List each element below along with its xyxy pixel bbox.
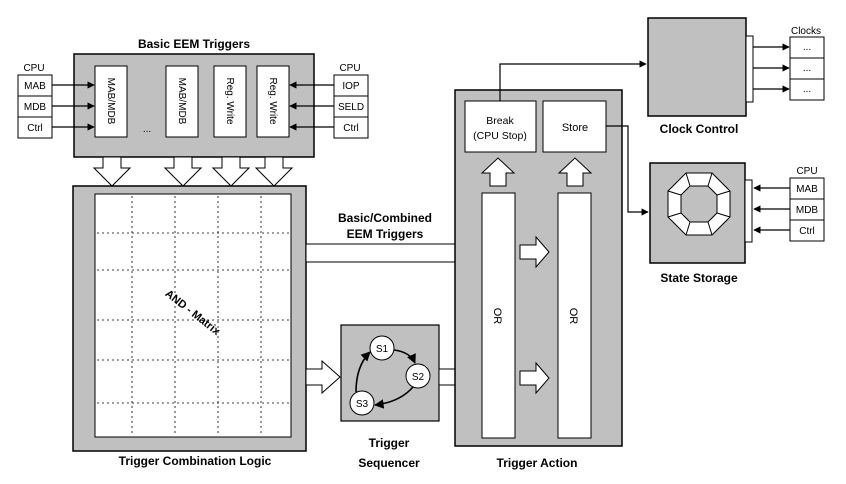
combined-arrow-line1: Basic/Combined bbox=[338, 211, 432, 225]
combination-logic-title: Trigger Combination Logic bbox=[119, 454, 272, 468]
combined-arrow-line2: EEM Triggers bbox=[347, 227, 424, 241]
trigger-column-2: MAB/MDB bbox=[165, 65, 199, 138]
trigger-column-label: Reg. Write bbox=[224, 77, 235, 124]
trigger-ellipsis: ... bbox=[143, 124, 151, 135]
break-sublabel: (CPU Stop) bbox=[473, 130, 527, 142]
store-label: Store bbox=[562, 122, 588, 134]
up-block-arrows bbox=[480, 157, 593, 187]
clock-output: ... bbox=[803, 42, 811, 53]
clock-output: ... bbox=[803, 84, 811, 95]
clock-control-block bbox=[647, 17, 747, 117]
clock-output-port bbox=[745, 35, 754, 103]
or-label-1: OR bbox=[491, 308, 503, 325]
trigger-column-label: MAB/MDB bbox=[176, 78, 187, 125]
right-input-arrows bbox=[289, 81, 334, 131]
sequencer-transitions bbox=[355, 349, 416, 409]
and-matrix-panel bbox=[94, 193, 292, 438]
clock-output: ... bbox=[803, 63, 811, 74]
store-box bbox=[542, 100, 607, 153]
sequencer-title-line2: Sequencer bbox=[358, 456, 420, 470]
input-mab: MAB bbox=[24, 81, 46, 92]
state-storage-ring bbox=[667, 172, 731, 236]
sequencer-states: S1 S2 S3 bbox=[349, 335, 431, 416]
or-side-arrows bbox=[519, 235, 550, 395]
clock-output-arrows bbox=[753, 43, 790, 93]
input-mdb: MDB bbox=[24, 102, 47, 113]
down-block-arrows bbox=[92, 156, 294, 187]
and-matrix-grid bbox=[97, 196, 289, 435]
or-column-1 bbox=[481, 192, 516, 439]
trigger-column-3: Reg. Write bbox=[213, 65, 247, 138]
state-s3: S3 bbox=[356, 399, 369, 410]
state-storage-title: State Storage bbox=[660, 271, 738, 285]
state-storage-port bbox=[744, 179, 753, 243]
cpu-label-right: CPU bbox=[339, 63, 360, 74]
left-input-arrows bbox=[52, 81, 95, 131]
state-s1: S1 bbox=[376, 344, 389, 355]
or-label-2: OR bbox=[567, 308, 579, 325]
clock-control-title: Clock Control bbox=[660, 122, 739, 136]
cpu-label-storage: CPU bbox=[796, 166, 817, 177]
basic-triggers-title: Basic EEM Triggers bbox=[138, 37, 250, 51]
input-seld: SELD bbox=[338, 102, 364, 113]
cpu-inputs-right: IOP SELD Ctrl bbox=[333, 74, 369, 139]
state-storage-inputs: MAB MDB Ctrl bbox=[789, 177, 825, 242]
trigger-action-title: Trigger Action bbox=[497, 456, 578, 470]
or-column-2 bbox=[557, 192, 592, 439]
trigger-column-4: Reg. Write bbox=[256, 65, 290, 138]
input-ctrl: Ctrl bbox=[343, 123, 359, 134]
store-to-storage-line bbox=[606, 125, 649, 216]
break-box bbox=[464, 100, 537, 153]
input-ctrl: Ctrl bbox=[27, 123, 43, 134]
input-mdb: MDB bbox=[796, 205, 819, 216]
to-sequencer-arrow bbox=[305, 359, 341, 395]
sequencer-title-line1: Trigger bbox=[369, 436, 410, 450]
cpu-inputs-left: MAB MDB Ctrl bbox=[17, 74, 53, 139]
state-s2: S2 bbox=[412, 372, 425, 383]
input-ctrl: Ctrl bbox=[799, 226, 815, 237]
break-to-clock-line bbox=[499, 60, 647, 101]
input-mab: MAB bbox=[796, 184, 818, 195]
state-storage-input-arrows bbox=[753, 184, 790, 234]
input-iop: IOP bbox=[342, 81, 360, 92]
trigger-column-label: Reg. Write bbox=[267, 77, 278, 124]
cpu-label-left: CPU bbox=[23, 63, 44, 74]
break-label: Break bbox=[486, 115, 514, 127]
clock-outputs: ... ... ... bbox=[789, 36, 825, 101]
trigger-column-label: MAB/MDB bbox=[105, 78, 116, 125]
clocks-label: Clocks bbox=[791, 26, 821, 37]
trigger-column-1: MAB/MDB bbox=[94, 65, 128, 138]
